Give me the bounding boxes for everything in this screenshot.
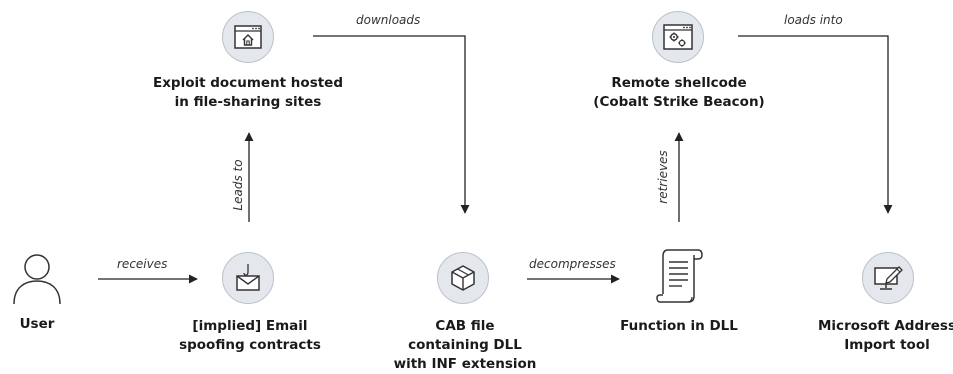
shellcode-node [652,11,704,63]
edge-label-retrieves: retrieves [656,150,670,204]
shellcode-label: Remote shellcode (Cobalt Strike Beacon) [593,75,765,110]
user-label: User [19,316,55,332]
exploit-doc-label: Exploit document hosted in file-sharing … [152,75,344,110]
edge-label-loads-into: loads into [784,13,843,27]
email-label: [implied] Email spoofing contracts [179,318,321,353]
edge-downloads [313,35,470,214]
scroll-document-icon [656,249,703,303]
edge-label-decompresses: decompresses [529,257,616,271]
email-hook-icon [236,264,260,291]
exploit-doc-node [222,11,274,63]
user-icon [13,254,61,305]
package-box-icon [451,265,475,291]
function-dll-label: Function in DLL [620,318,738,334]
monitor-pen-icon [874,266,903,290]
browser-home-icon [234,25,262,49]
edge-label-leads-to: Leads to [231,159,245,211]
email-node [222,252,274,304]
edge-label-downloads: downloads [356,13,421,27]
edge-loads-into [738,35,893,214]
cab-label: CAB file containing DLL with INF extensi… [393,318,537,372]
edge-label-receives: receives [117,257,168,271]
address-tool-node [862,252,914,304]
address-tool-label: Microsoft Address Import tool [818,318,953,353]
gears-window-icon [663,24,693,50]
cab-node [437,252,489,304]
